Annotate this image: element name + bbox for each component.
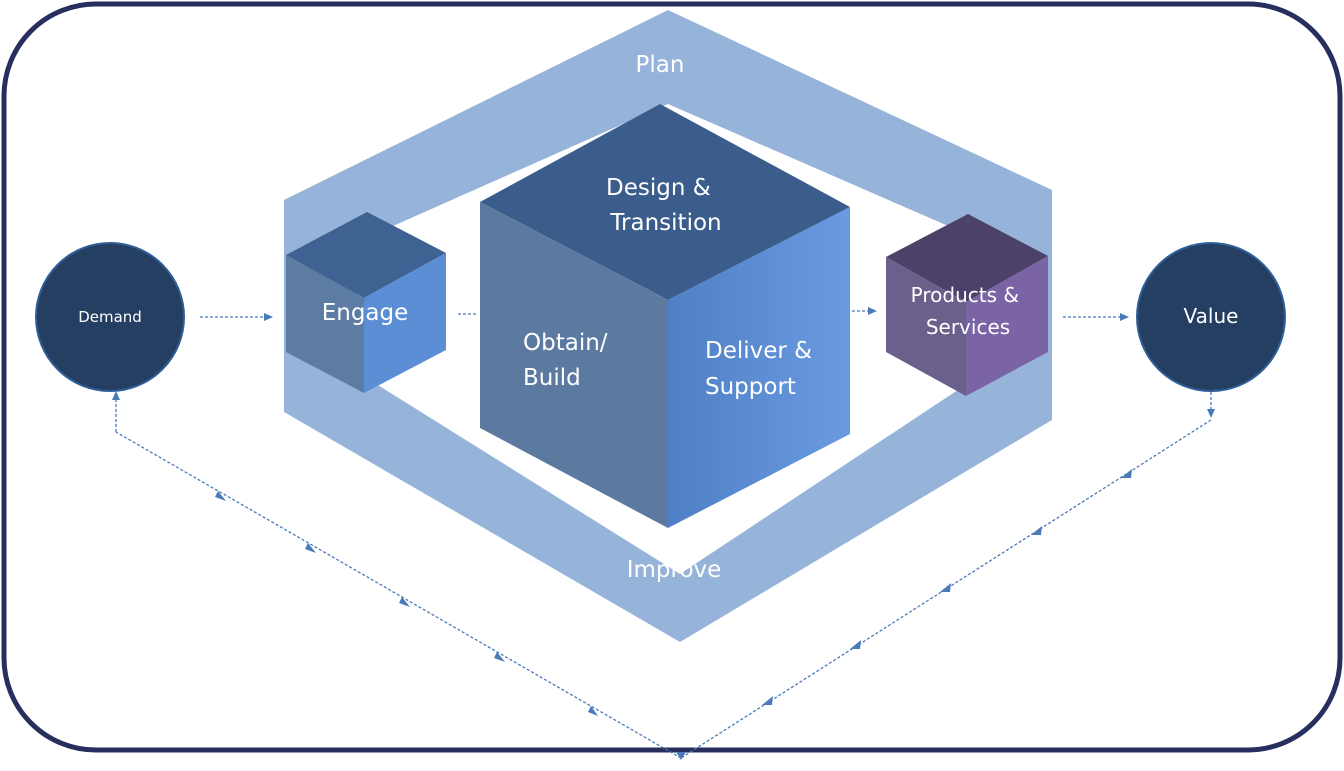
demand-node — [35, 242, 185, 392]
design-transition-label: Design & Transition — [606, 175, 722, 236]
feedback-arrowhead-l2 — [494, 652, 505, 662]
feedback-arrowhead-r2 — [1031, 526, 1042, 535]
plan-label: Plan — [636, 52, 685, 78]
engage-top-face — [286, 212, 446, 298]
products-right-face — [966, 256, 1048, 396]
deliver-line-1: Deliver & — [705, 338, 812, 364]
deliver-line-2: Support — [705, 374, 796, 400]
products-line-2: Services — [926, 315, 1010, 339]
value-label: Value — [1184, 304, 1239, 328]
engage-left-face — [286, 255, 364, 393]
products-line-1: Products & — [911, 283, 1019, 307]
central-cube — [480, 104, 850, 528]
obtain-build-label: Obtain/ Build — [523, 330, 615, 391]
engage-label: Engage — [322, 300, 409, 326]
demand-label: Demand — [78, 308, 142, 326]
feedback-arrowhead-r1 — [1121, 469, 1132, 478]
products-services-label: Products & Services — [911, 283, 1026, 339]
products-left-face — [886, 257, 966, 396]
design-transition-face — [480, 104, 850, 300]
design-line-2: Transition — [609, 210, 721, 236]
obtain-line-2: Build — [523, 365, 581, 391]
deliver-support-label: Deliver & Support — [705, 338, 819, 400]
improve-label: Improve — [627, 557, 722, 583]
engage-cube — [286, 212, 446, 393]
design-line-1: Design & — [606, 175, 711, 201]
feedback-arrowhead-l1 — [588, 706, 598, 716]
feedback-arrowhead-r4 — [850, 640, 861, 649]
value-node — [1136, 242, 1286, 392]
feedback-arrowhead-l5 — [215, 491, 226, 501]
obtain-build-face — [480, 202, 668, 528]
engage-right-face — [364, 253, 446, 393]
obtain-line-1: Obtain/ — [523, 330, 608, 356]
deliver-support-face — [668, 207, 850, 528]
feedback-arrowhead-l3 — [399, 597, 410, 607]
feedback-left-leg — [115, 431, 682, 759]
feedback-arrowhead-r5 — [762, 696, 773, 705]
products-top-face — [886, 214, 1048, 302]
products-services-cube — [886, 214, 1048, 396]
feedback-arrowhead-bottom — [676, 752, 686, 760]
plan-improve-ring — [284, 10, 1052, 642]
feedback-arrowhead-l4 — [305, 543, 316, 553]
feedback-arrowhead-r3 — [940, 583, 951, 592]
